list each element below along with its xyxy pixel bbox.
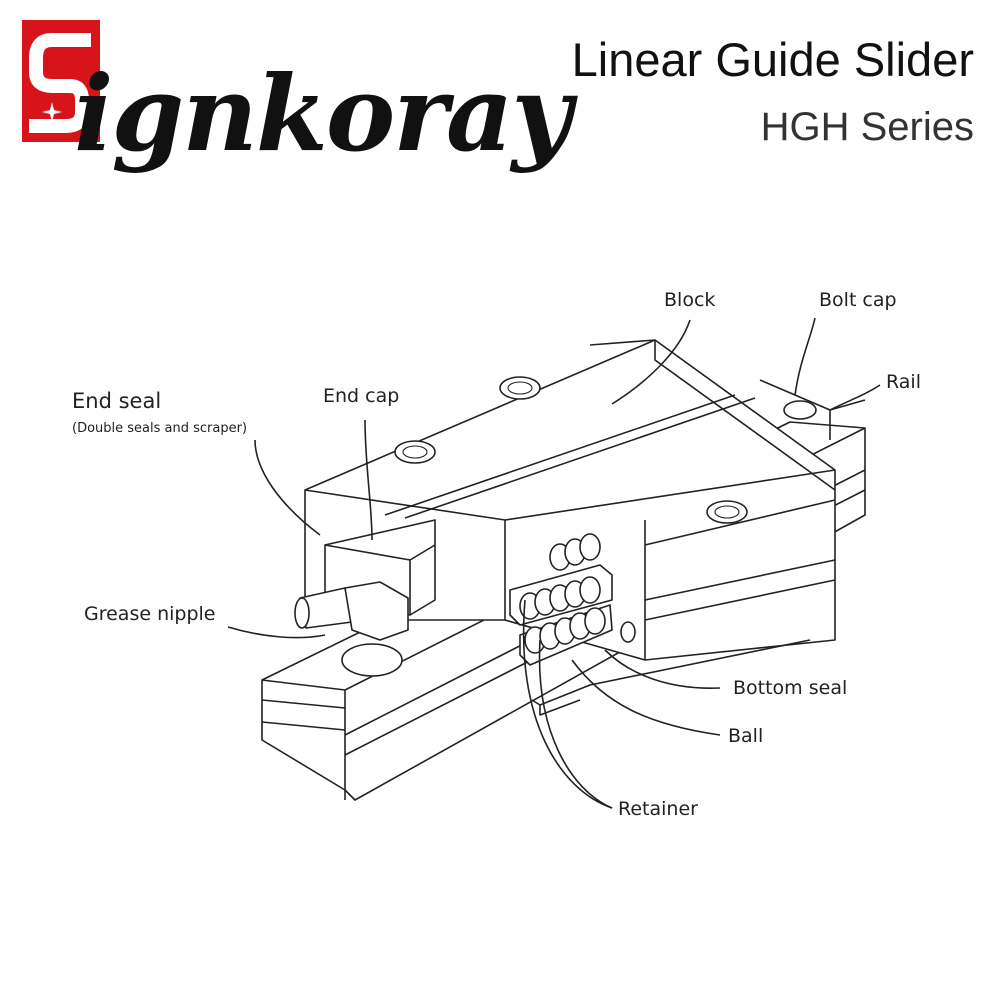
label-retainer: Retainer: [618, 798, 698, 820]
logo-s-mark: [29, 33, 91, 133]
label-bolt-cap: Bolt cap: [819, 289, 897, 311]
ball-rows: [509, 533, 613, 666]
label-end-seal: End seal: [72, 389, 161, 413]
grease-nipple-drawing: [294, 581, 409, 677]
leader-lines: [227, 317, 881, 809]
label-block: Block: [664, 289, 715, 311]
page-subtitle: HGH Series: [760, 105, 974, 149]
block-drawing: [304, 339, 836, 716]
label-end-seal-note: (Double seals and scraper): [72, 421, 247, 436]
label-bottom-seal: Bottom seal: [733, 677, 847, 699]
label-grease-nipple: Grease nipple: [84, 603, 216, 625]
label-ball: Ball: [728, 725, 763, 747]
brand-logo: ignkoray: [22, 20, 572, 170]
page-title: Linear Guide Slider: [571, 33, 974, 86]
bolt-holes: [394, 376, 817, 643]
label-end-cap: End cap: [323, 385, 399, 407]
logo-wordmark: ignkoray: [74, 52, 572, 175]
label-rail: Rail: [886, 371, 921, 393]
star-icon: [42, 102, 62, 122]
